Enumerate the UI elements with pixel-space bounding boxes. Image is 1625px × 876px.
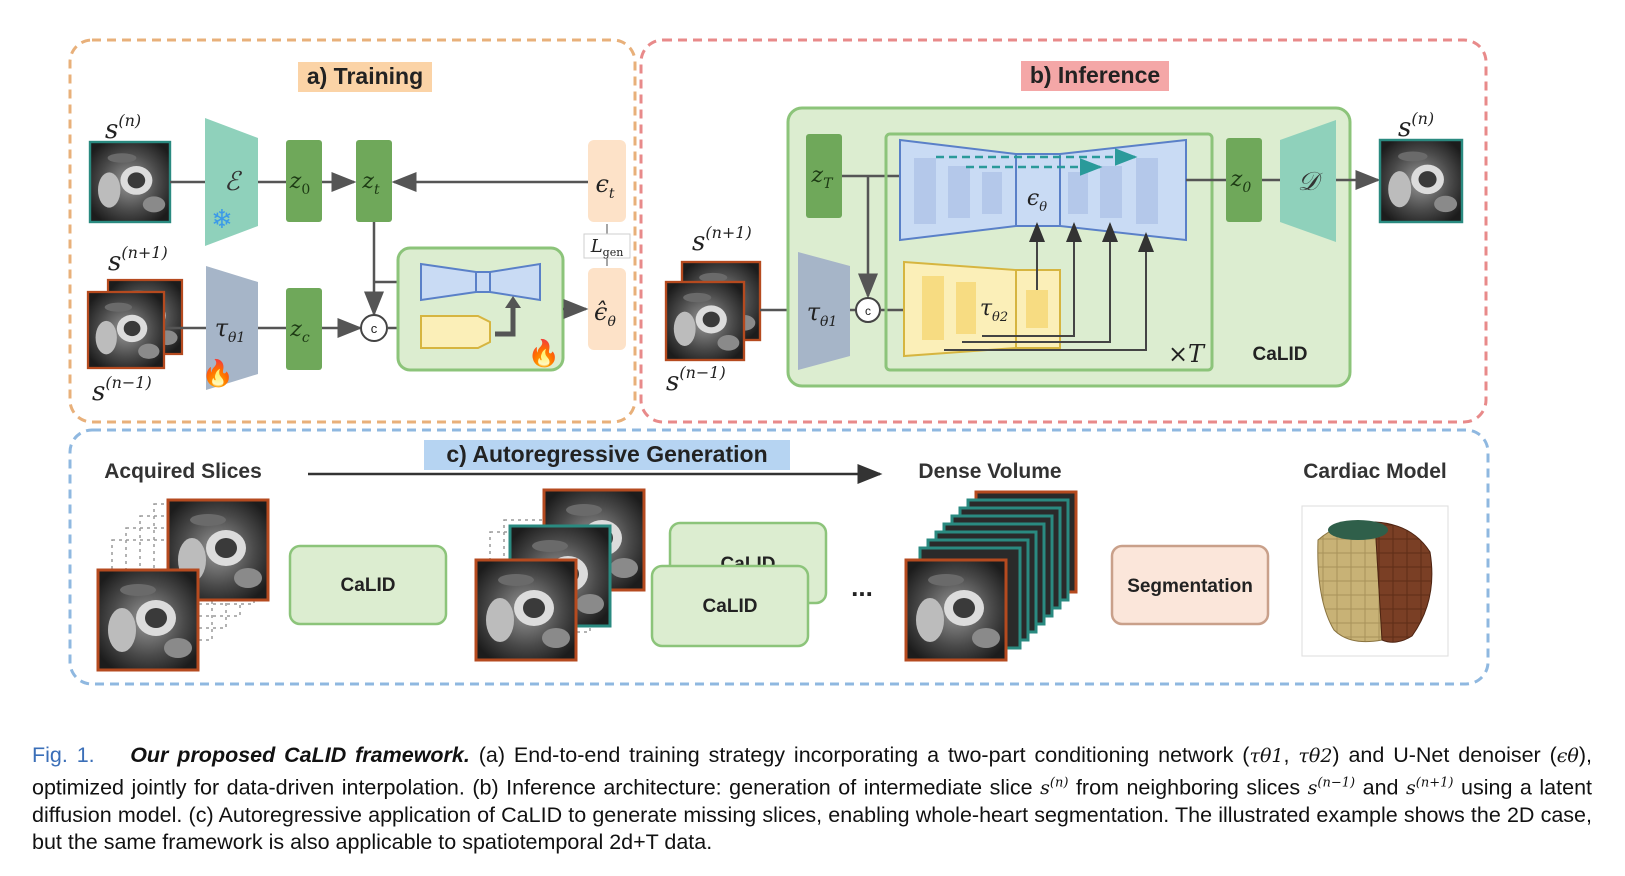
figure-number: Fig. 1. — [32, 743, 95, 767]
unet-feature-maps — [914, 158, 1158, 224]
autoreg-title: c) Autoregressive Generation — [446, 441, 767, 467]
conditioning-tau1-block — [798, 252, 850, 370]
acquired-slices-stack — [96, 498, 270, 672]
calid-step-1-label: CaLID — [341, 575, 396, 596]
panel-inference: b) Inference s(n+1) s(n−1) τθ1 zT c — [639, 38, 1488, 424]
segmentation-label: Segmentation — [1127, 576, 1253, 597]
figure-caption: Fig. 1. Our proposed CaLID framework. (a… — [32, 742, 1592, 856]
loss-lgen-label: Lgen — [590, 236, 624, 259]
calid-step-1 — [288, 544, 448, 626]
tau1-label: τθ1 — [807, 298, 838, 330]
edge-cond-unet — [495, 304, 516, 337]
denoise-loop-box — [884, 132, 1214, 372]
caption-title: Our proposed CaLID framework. — [130, 743, 470, 767]
snowflake-icon: ❄ — [211, 205, 233, 235]
scan-s-n-output — [1378, 138, 1464, 224]
latent-zT — [806, 134, 842, 218]
label-s-nm1: s(n−1) — [92, 373, 152, 407]
training-border — [68, 38, 637, 424]
caption-s-n: s(n) — [1040, 776, 1069, 800]
loss-box — [583, 233, 631, 259]
caption-s-nm1: s(n−1) — [1307, 776, 1356, 800]
autoreg-border — [68, 428, 1490, 686]
decoder-block — [1280, 120, 1336, 242]
conditioning-tau1-block — [206, 266, 258, 390]
noise-eps-hat-label: ϵ̂θ — [594, 298, 616, 330]
cond2-feature-maps — [922, 276, 1048, 340]
latent-zT-label: zT — [811, 163, 835, 192]
training-title: a) Training — [307, 63, 423, 89]
unet-right — [489, 262, 541, 302]
unet-eps-label: ϵθ — [1027, 186, 1047, 215]
noise-eps-t-label: ϵt — [595, 170, 614, 202]
calid-framework-diagram: a) Training s(n) ℰ ❄ z0 zt ϵt Lgen ϵ̂θ — [68, 38, 1490, 686]
training-title-bg — [298, 62, 432, 92]
noise-eps-t — [588, 140, 626, 222]
concat-label: c — [865, 304, 871, 318]
scan-s-nm1 — [664, 280, 746, 362]
concat-label: c — [371, 321, 378, 336]
label-acquired: Acquired Slices — [104, 460, 262, 483]
noise-eps-hat — [588, 268, 626, 350]
latent-zc-label: zc — [289, 317, 310, 346]
autoreg-title-bg — [424, 440, 790, 470]
label-s-n1: s(n+1) — [108, 243, 168, 277]
latent-zt — [356, 140, 392, 222]
latent-z0-label: z0 — [289, 169, 311, 198]
scan-s-nm1 — [86, 290, 166, 370]
tau1-label: τθ1 — [215, 314, 246, 346]
latent-zc — [286, 288, 322, 370]
calid-block-label: CaLID — [1253, 344, 1308, 365]
label-s-nm1: s(n−1) — [666, 363, 726, 397]
dense-volume-stack — [904, 490, 1078, 662]
inference-title: b) Inference — [1030, 62, 1160, 88]
inference-border — [639, 38, 1488, 424]
caption-text-5: and — [1355, 775, 1407, 800]
scan-s-n — [88, 140, 172, 224]
calid-step-2-label: CaLID — [703, 596, 758, 617]
cond-injection-arrows — [944, 222, 1154, 351]
caption-text-3: ), optimized jointly for data-driven int… — [32, 743, 1592, 800]
segmentation-box — [1110, 544, 1270, 626]
caption-tau2: τθ2 — [1298, 745, 1333, 767]
panel-autoregressive: c) Autoregressive Generation Acquired Sl… — [68, 428, 1490, 686]
label-dense: Dense Volume — [918, 460, 1061, 483]
latent-z0-label: z0 — [1230, 167, 1252, 196]
latent-z0 — [286, 140, 322, 222]
caption-eps: ϵθ — [1556, 745, 1579, 767]
caption-tau1: τθ1 — [1249, 745, 1284, 767]
caption-text-6: using a latent diffusion model. (c) Auto… — [32, 775, 1593, 855]
panel-training: a) Training s(n) ℰ ❄ z0 zt ϵt Lgen ϵ̂θ — [68, 38, 637, 424]
unet-mid — [475, 271, 491, 293]
label-s-n: s(n) — [105, 111, 141, 145]
label-s-n: s(n) — [1398, 109, 1434, 143]
caption-text-4: from neighboring slices — [1068, 775, 1308, 800]
fire-icon: 🔥 — [202, 358, 234, 389]
latent-zt-label: zt — [361, 169, 380, 198]
calid-step-2 — [650, 564, 810, 648]
label-cardiac: Cardiac Model — [1303, 460, 1447, 483]
encoder-block — [205, 118, 258, 246]
arrowhead-cond — [505, 296, 521, 308]
cond2-block — [420, 315, 491, 349]
loop-times-T: ×T — [1168, 340, 1206, 368]
intermediate-slices-stack — [474, 488, 646, 662]
caption-comma: , — [1283, 743, 1299, 767]
ellipsis: ... — [851, 572, 873, 602]
fire-icon: 🔥 — [528, 338, 560, 369]
caption-s-n1: s(n+1) — [1406, 776, 1454, 800]
latent-z0 — [1226, 138, 1262, 222]
caption-text-1: (a) End-to-end training strategy incorpo… — [469, 743, 1250, 767]
caption-text-2: ) and U-Net denoiser ( — [1332, 743, 1557, 767]
encoder-symbol: ℰ — [224, 167, 242, 197]
tau2-label: τθ2 — [980, 296, 1008, 325]
cardiac-model — [1301, 505, 1449, 657]
inference-title-bg — [1021, 61, 1169, 91]
label-s-n1: s(n+1) — [692, 223, 752, 257]
